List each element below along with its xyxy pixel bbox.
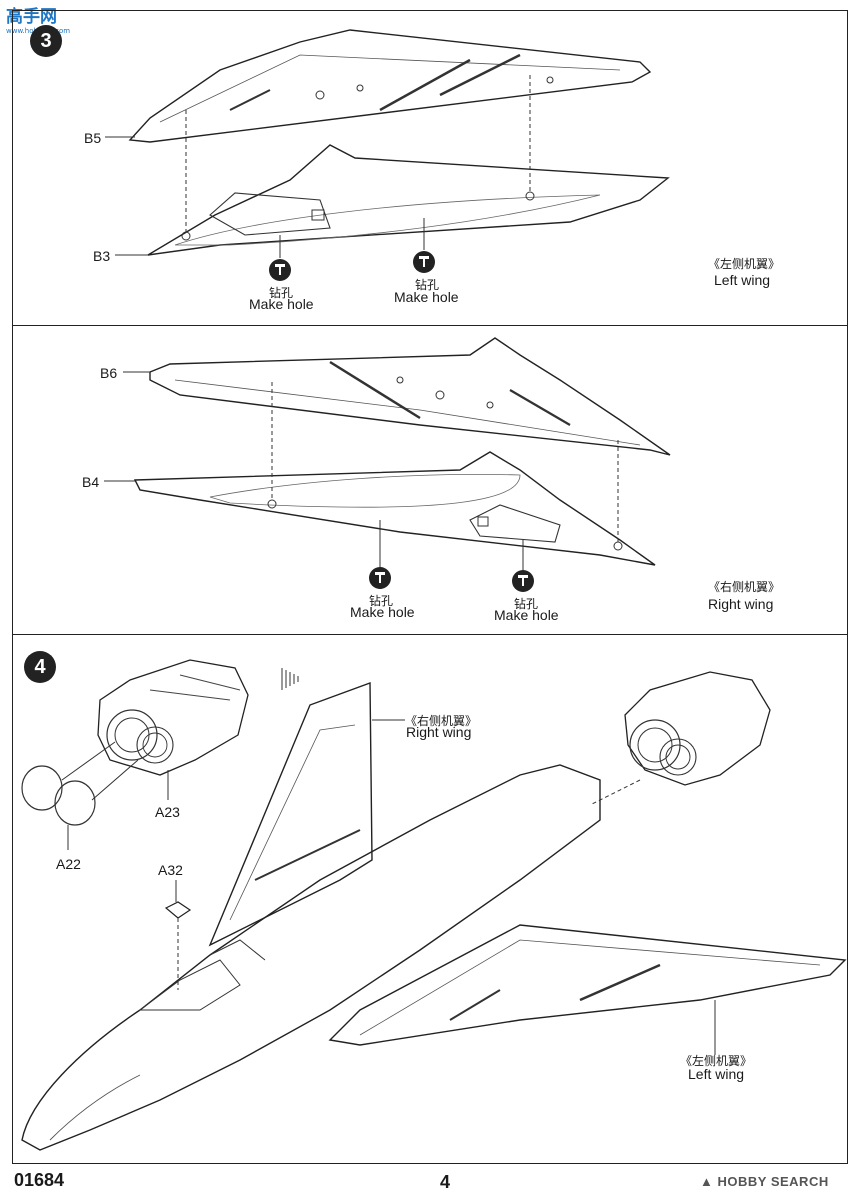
right-wing-caption-cn: 《右侧机翼》 [405, 714, 478, 728]
drill-hole-icon [269, 259, 291, 281]
left-wing-caption-en: Left wing [688, 1066, 745, 1082]
wing-caption-en: Right wing [708, 596, 774, 612]
drill-hole-cn: 钻孔 [415, 278, 440, 292]
hobby-search-watermark: ▲ HOBBY SEARCH [700, 1174, 829, 1189]
drill-hole-icon [413, 251, 435, 273]
wing-caption-cn: 《左侧机翼》 [708, 257, 781, 271]
drill-hole-en: Make hole [394, 289, 459, 305]
part-label-a23: A23 [155, 804, 180, 820]
watermark-text: HOBBY SEARCH [717, 1174, 829, 1189]
step3-badge: 3 [30, 25, 62, 57]
drill-hole-icon [369, 567, 391, 589]
drill-hole-cn: 钻孔 [269, 286, 294, 300]
wing-caption-en: Left wing [714, 272, 771, 288]
step4-badge: 4 [24, 651, 56, 683]
part-label-b5: B5 [84, 130, 102, 146]
drill-hole-cn: 钻孔 [514, 597, 539, 611]
part-label-a32: A32 [158, 862, 183, 878]
right-wing-drawing [104, 337, 671, 570]
watermark-logo-icon: ▲ [700, 1174, 714, 1189]
drill-hole-en: Make hole [350, 604, 415, 620]
left-wing-caption-cn: 《左侧机翼》 [680, 1054, 753, 1068]
part-label-b6: B6 [100, 365, 118, 381]
logo-text: 高手网 [6, 6, 57, 27]
part-label-b3: B3 [93, 248, 111, 264]
wing-caption-cn: 《右侧机翼》 [708, 580, 781, 594]
drill-hole-en: Make hole [249, 296, 314, 312]
direction-indicator [281, 668, 299, 690]
step4-panel [12, 634, 848, 1164]
right-wing-caption-en: Right wing [406, 724, 472, 740]
kit-number: 01684 [14, 1170, 65, 1190]
page-number: 4 [440, 1172, 451, 1192]
left-wing-drawing [105, 29, 670, 258]
drill-hole-en: Make hole [494, 607, 559, 623]
drill-hole-icon [512, 570, 534, 592]
drill-hole-cn: 钻孔 [369, 594, 394, 608]
part-label-a22: A22 [56, 856, 81, 872]
part-label-b4: B4 [82, 474, 100, 490]
